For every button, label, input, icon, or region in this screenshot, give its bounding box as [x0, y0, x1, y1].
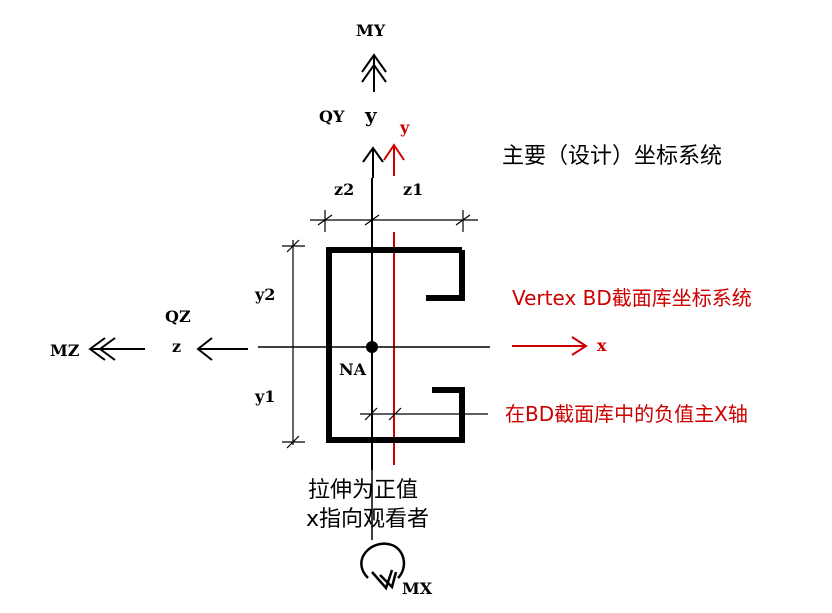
my-label: MY — [356, 21, 386, 40]
y2-label: y2 — [254, 285, 275, 304]
main-coords-annotation: 主要（设计）坐标系统 — [502, 144, 722, 169]
z-axis-label: z — [172, 337, 181, 356]
qz-label: QZ — [165, 307, 191, 326]
qz-arrow-icon — [196, 337, 248, 361]
channel-top-lip — [426, 250, 465, 301]
vertex-coords-annotation: Vertex BD截面库坐标系统 — [512, 286, 752, 310]
top-dimension-line — [310, 210, 478, 232]
x-red-label: x — [597, 336, 607, 355]
y1-label: y1 — [254, 387, 275, 406]
tension-line2-annotation: x指向观看者 — [306, 507, 429, 532]
mz-label: MZ — [50, 341, 80, 360]
negative-x-reference — [360, 407, 488, 421]
negative-x-annotation: 在BD截面库中的负值主X轴 — [505, 402, 748, 426]
mz-double-arrow-icon — [88, 337, 145, 361]
qy-label: QY — [319, 107, 345, 126]
red-x-arrow-icon — [512, 336, 588, 356]
y-main-label: y — [364, 103, 378, 127]
neutral-axis-dot — [366, 341, 378, 353]
my-double-arrow-icon — [361, 53, 387, 92]
y-red-label: y — [399, 118, 410, 137]
mx-label: MX — [402, 579, 433, 598]
channel-section-shape — [326, 247, 465, 443]
z1-label: z1 — [403, 180, 423, 199]
na-label: NA — [339, 360, 367, 379]
tension-line1-annotation: 拉伸为正值 — [308, 478, 418, 503]
z2-label: z2 — [334, 180, 354, 199]
mx-rotation-arrow-icon — [360, 542, 406, 591]
red-y-arrow-icon — [383, 143, 405, 176]
qy-arrow-icon — [362, 146, 384, 178]
left-dimension-line — [282, 239, 305, 449]
